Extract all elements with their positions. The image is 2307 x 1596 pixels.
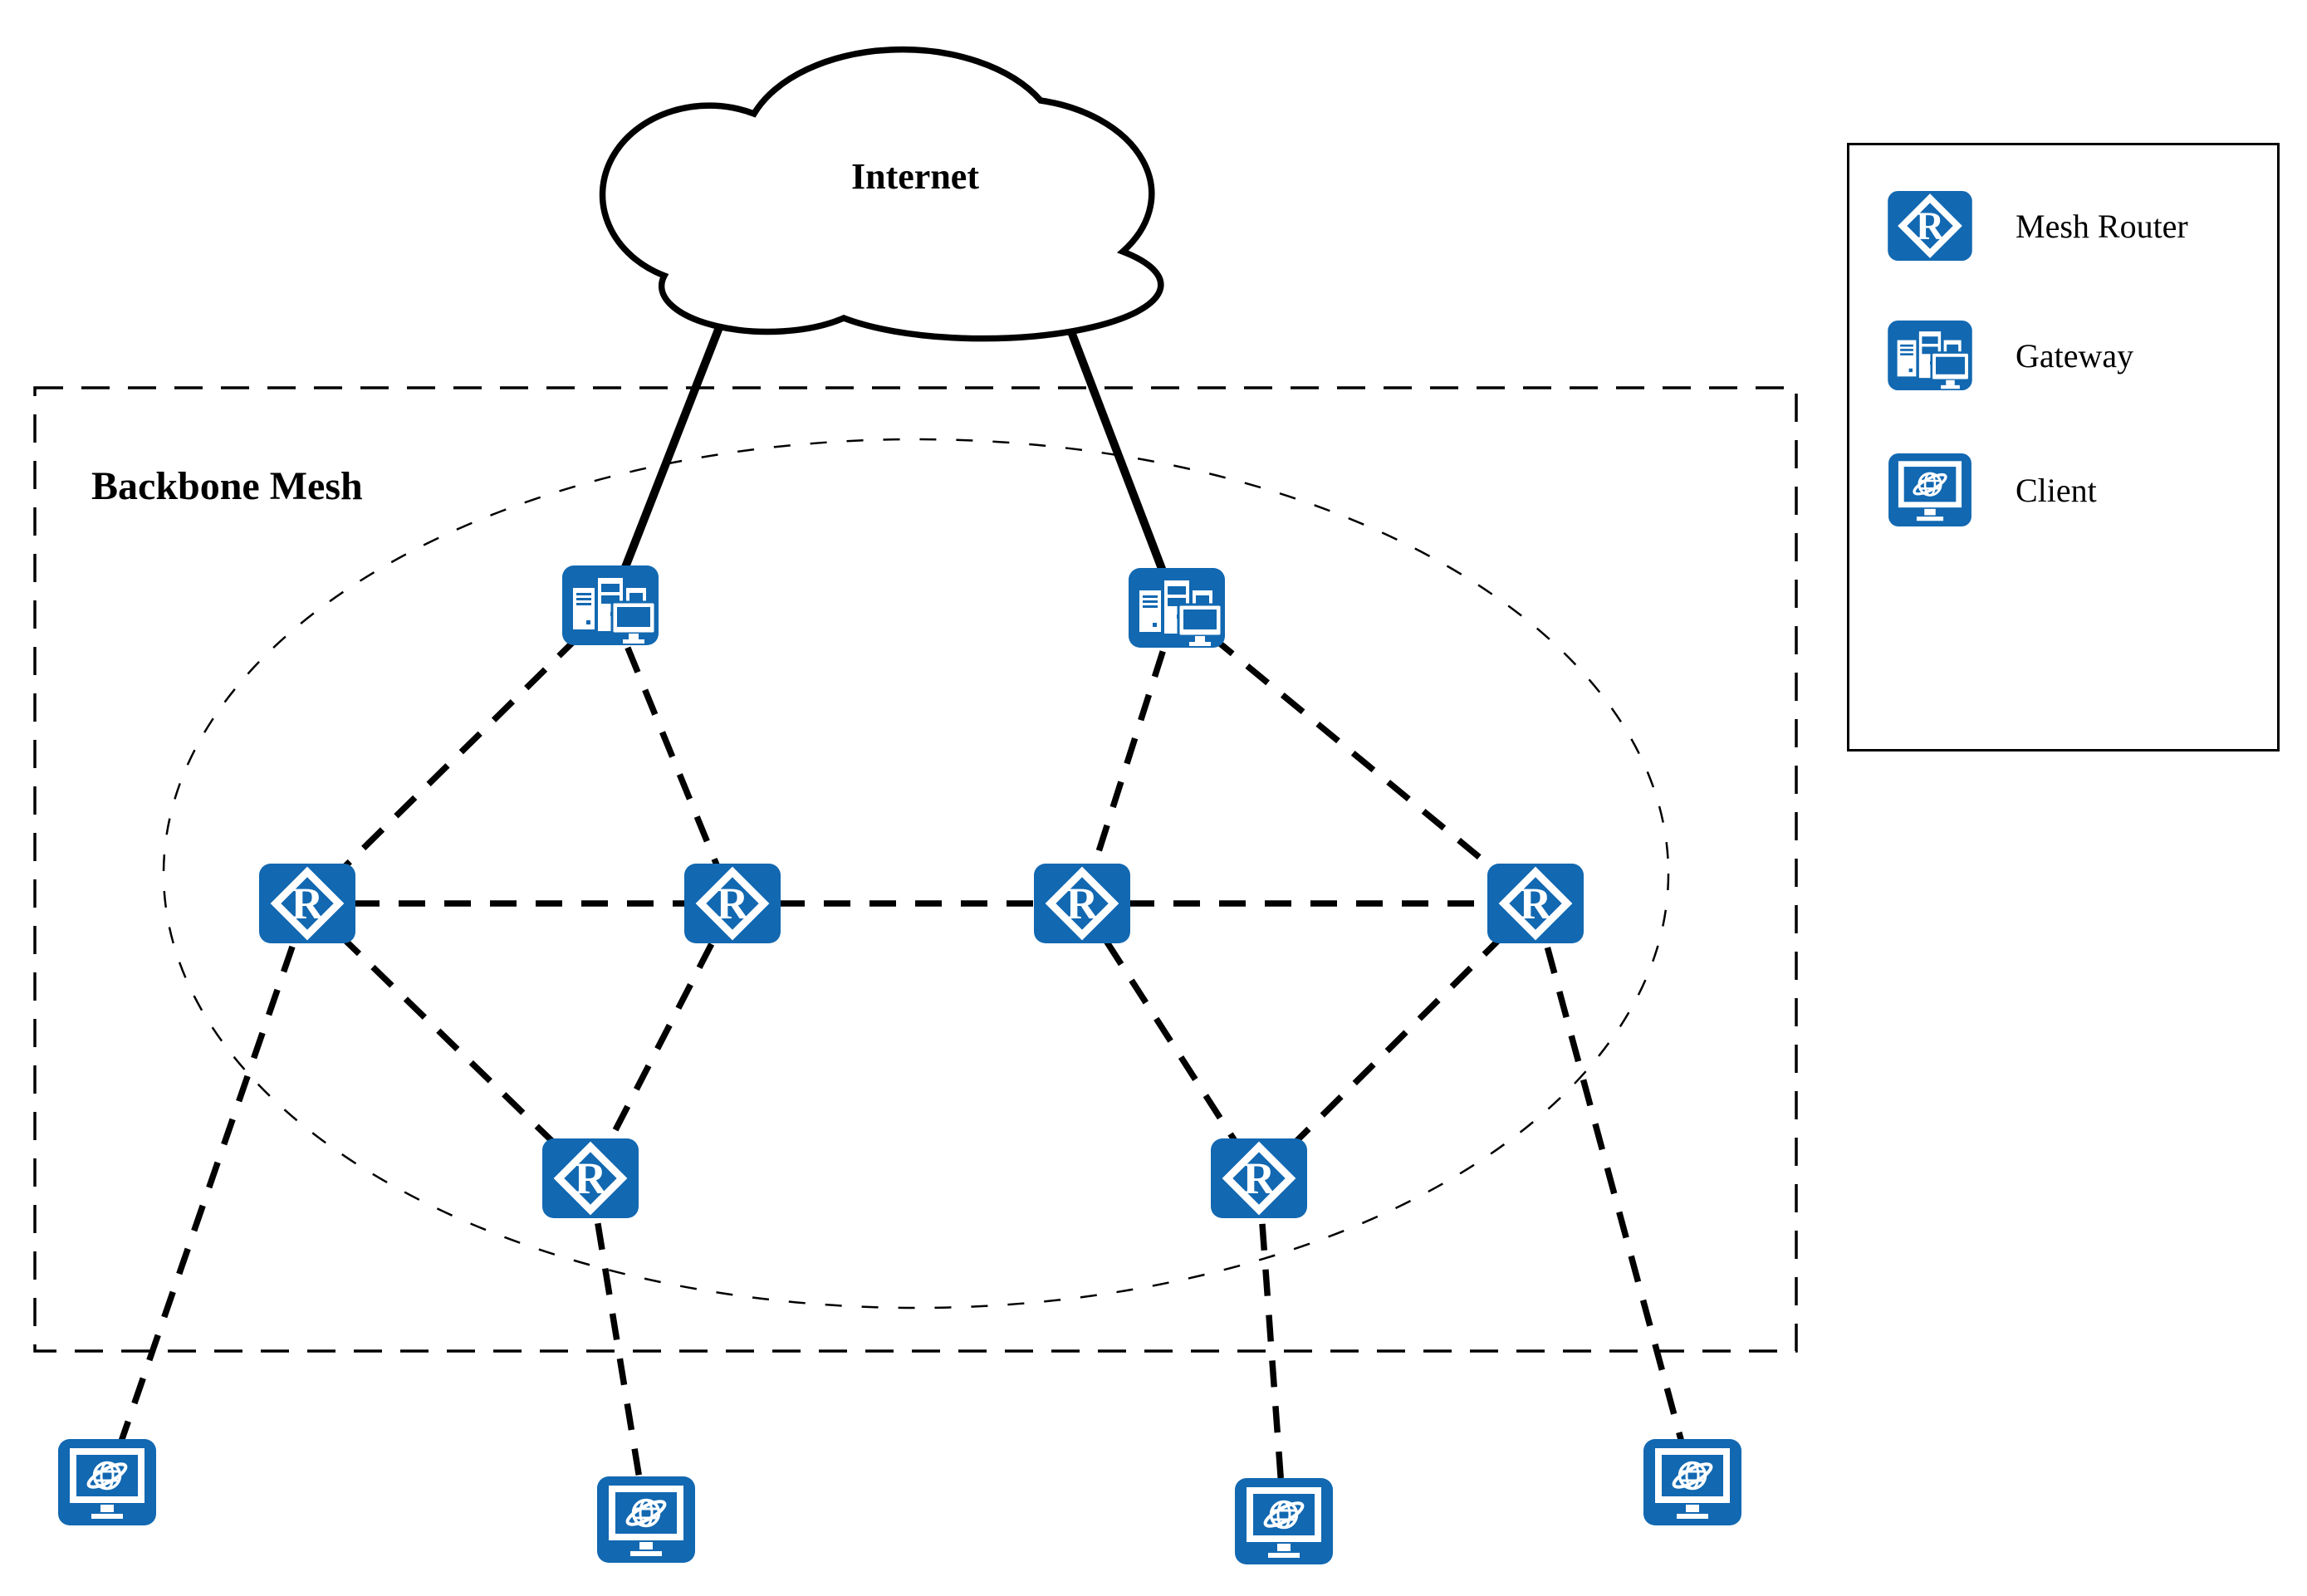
backbone-mesh-label: Backbone Mesh: [91, 464, 363, 508]
client-3-node: [1235, 1478, 1333, 1564]
nodes-layer: [58, 564, 1741, 1564]
internet-cloud: [599, 46, 1164, 342]
gateway-icon: [1886, 321, 1974, 390]
router-1-node: [259, 864, 355, 943]
router-2-node: [684, 864, 781, 943]
link-router-2-router-5: [587, 902, 736, 1180]
legend: Mesh Router Gateway Client: [1847, 143, 2280, 751]
legend-label-client: Client: [2016, 471, 2097, 509]
link-gateway-2-router-3: [1079, 606, 1180, 905]
mesh-ellipse: [162, 438, 1670, 1310]
router-4-node: [1487, 864, 1584, 943]
client-1-node: [58, 1439, 156, 1525]
link-router-5-client-2: [587, 1177, 649, 1520]
link-router-1-client-1: [104, 902, 311, 1484]
client-4-node: [1643, 1439, 1741, 1525]
legend-label-gateway: Gateway: [2016, 336, 2134, 375]
link-router-3-router-6: [1079, 901, 1262, 1181]
legend-label-mesh-router: Mesh Router: [2016, 207, 2188, 245]
link-cloud-anchor-right-gateway-2: [1049, 282, 1181, 610]
legend-row-gateway: Gateway: [1884, 321, 2133, 390]
links-layer: [104, 275, 1696, 1522]
backbone-mesh-boundary: [33, 386, 1798, 1353]
link-gateway-1-router-1: [305, 603, 613, 906]
link-router-4-router-6: [1256, 901, 1538, 1181]
internet-label: Internet: [851, 156, 979, 197]
legend-row-client: Client: [1884, 453, 2097, 526]
link-router-4-client-4: [1532, 903, 1696, 1483]
gateway-2-node: [1127, 566, 1227, 649]
router-6-node: [1211, 1138, 1307, 1218]
client-icon: [1884, 453, 1976, 526]
link-gateway-1-router-2: [607, 604, 736, 905]
mesh-router-icon: [1884, 191, 1976, 261]
router-5-node: [542, 1138, 639, 1218]
link-router-1-router-5: [305, 901, 593, 1181]
link-cloud-anchor-left-gateway-1: [606, 275, 743, 607]
client-2-node: [597, 1476, 695, 1563]
router-3-node: [1034, 864, 1130, 943]
link-router-6-client-3: [1256, 1177, 1287, 1522]
legend-row-mesh-router: Mesh Router: [1884, 191, 2188, 261]
gateway-1-node: [561, 564, 660, 647]
link-gateway-2-router-4: [1174, 605, 1538, 906]
